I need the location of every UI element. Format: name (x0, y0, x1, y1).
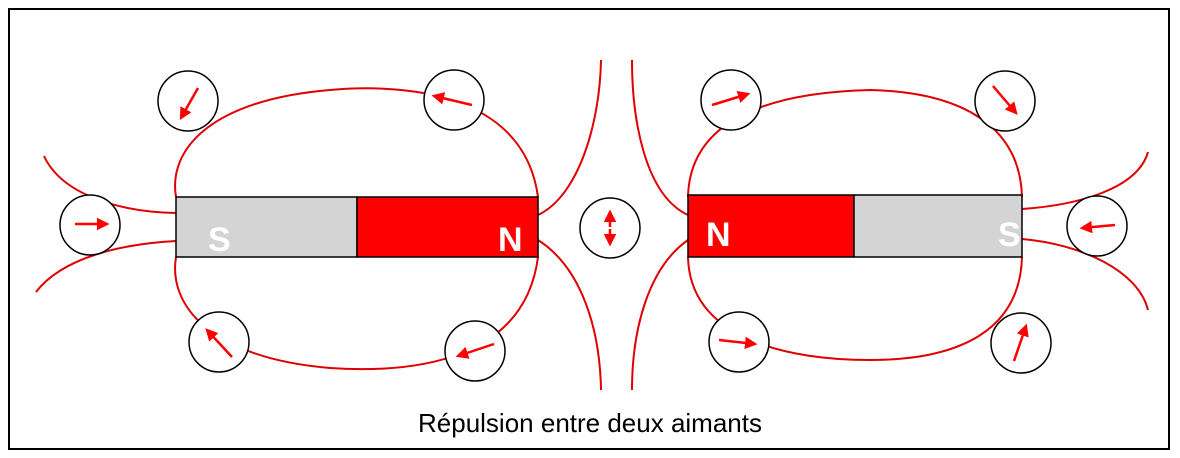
field-line-right-top-loop (687, 88, 1023, 198)
compass-needle (992, 85, 1018, 115)
compass-needle (205, 328, 233, 358)
field-line-left-bottom-loop (174, 256, 539, 371)
compass (974, 70, 1036, 132)
compass (1066, 195, 1128, 257)
compass-needle (431, 92, 473, 107)
diagram-caption: Répulsion entre deux aimants (418, 408, 762, 438)
compass-needle (455, 342, 495, 359)
field-line-left-top-loop (174, 87, 539, 198)
right-magnet: N S (687, 194, 1023, 258)
compass-needle (1079, 220, 1116, 234)
field-line-center-upper-left (537, 59, 602, 216)
field-line-center-upper-right (631, 59, 689, 216)
field-line-center-lower-right (631, 239, 689, 391)
compass (188, 311, 250, 373)
left-magnet-south-pole (175, 196, 358, 258)
right-magnet-north-pole (687, 194, 855, 258)
left-magnet-north-pole (356, 196, 539, 258)
compass-needle (718, 336, 758, 350)
compass (423, 69, 485, 131)
compass (708, 311, 770, 373)
compasses (59, 69, 1128, 382)
compass-needle (1012, 323, 1029, 362)
compass (700, 69, 762, 131)
field-lines (35, 59, 1149, 391)
compass (990, 312, 1052, 374)
right-magnet-north-label: N (706, 216, 731, 254)
compass (579, 197, 641, 259)
compass-needle (179, 87, 200, 121)
left-magnet-north-label: N (498, 221, 523, 259)
left-magnet: S N (175, 196, 539, 259)
field-line-right-tail-upper (1021, 151, 1149, 210)
compass-needle (711, 90, 751, 107)
compass (444, 320, 506, 382)
field-line-right-tail-lower (1021, 238, 1149, 311)
compass (157, 70, 219, 132)
right-magnet-south-label: S (998, 216, 1021, 254)
left-magnet-south-label: S (208, 221, 231, 259)
field-line-right-bottom-loop (687, 256, 1023, 362)
right-magnet-south-pole (853, 194, 1023, 258)
field-line-center-lower-left (537, 239, 602, 391)
compass (59, 194, 121, 256)
